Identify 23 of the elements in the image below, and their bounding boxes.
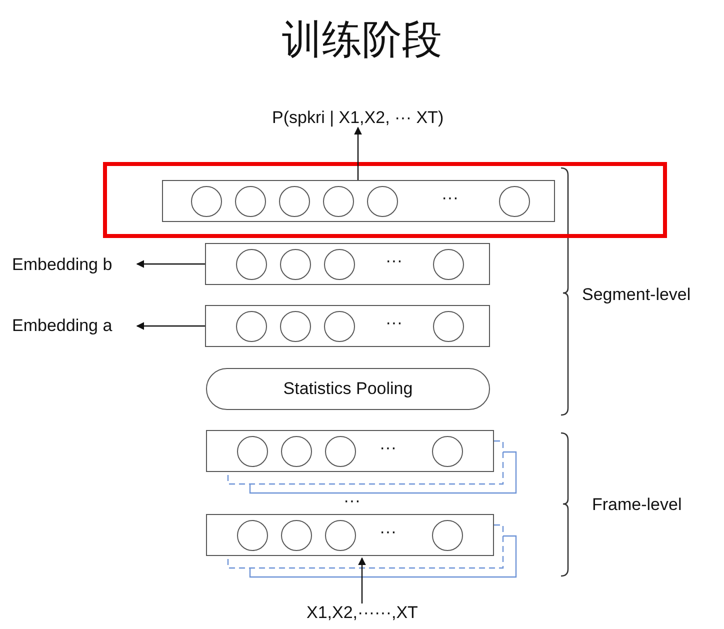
ellipsis-text: ··· bbox=[386, 252, 402, 268]
output-label: P(spkri | X1,X2, ··· XT) bbox=[272, 108, 444, 126]
ellipsis-text: ··· bbox=[380, 522, 396, 540]
layer-box bbox=[162, 180, 555, 222]
title: 训练阶段 bbox=[281, 20, 443, 60]
ellipsis-text: ··· bbox=[380, 438, 396, 456]
embedding-label: Embedding a bbox=[12, 316, 112, 334]
arrow bbox=[354, 126, 362, 180]
arrow bbox=[136, 322, 205, 330]
group-label: Segment-level bbox=[582, 286, 691, 302]
ellipsis-text: ··· bbox=[344, 492, 360, 508]
layer-box bbox=[206, 514, 494, 556]
arrow bbox=[358, 557, 366, 604]
arrow bbox=[136, 260, 205, 268]
ellipsis-text: ··· bbox=[442, 188, 458, 206]
pooling-box: Statistics Pooling bbox=[206, 368, 490, 410]
ellipsis-text: ··· bbox=[386, 314, 402, 330]
layer-box bbox=[205, 243, 490, 285]
embedding-label: Embedding b bbox=[12, 256, 112, 272]
layer-box bbox=[206, 430, 494, 472]
input-label: X1,X2,······,XT bbox=[306, 604, 418, 620]
group-label: Frame-level bbox=[592, 496, 682, 512]
layer-box bbox=[205, 305, 490, 347]
